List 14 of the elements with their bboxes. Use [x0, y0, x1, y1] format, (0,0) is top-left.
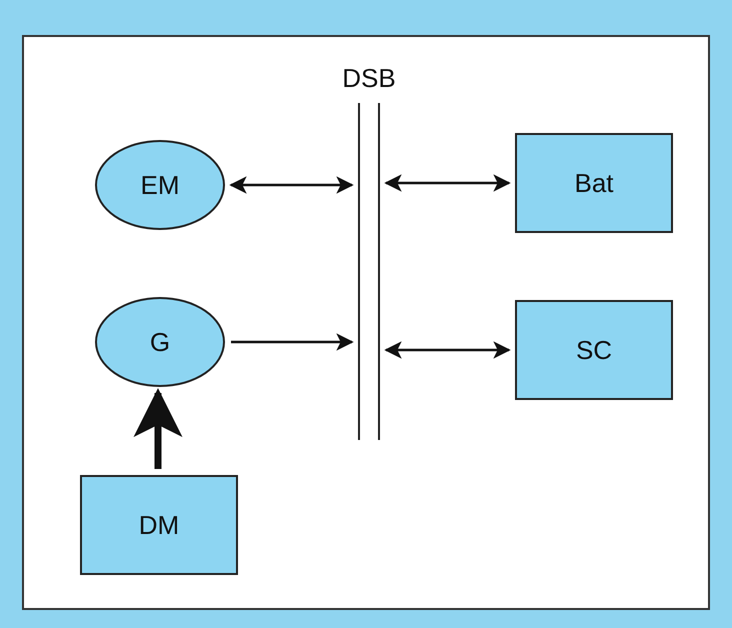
- arrow: [384, 174, 511, 192]
- node-label: G: [150, 326, 170, 358]
- node-label: EM: [140, 170, 180, 200]
- node-label: DM: [138, 510, 180, 540]
- arrow: [134, 388, 182, 469]
- arrow: [229, 176, 354, 194]
- process-box: [80, 475, 238, 575]
- node-label: SC: [576, 334, 612, 366]
- arrow: [231, 333, 354, 351]
- process-box: [515, 133, 673, 233]
- process-box: [515, 300, 673, 400]
- bus-label: DSB: [342, 63, 396, 94]
- arrow: [384, 341, 511, 359]
- node-label: Bat: [574, 168, 614, 198]
